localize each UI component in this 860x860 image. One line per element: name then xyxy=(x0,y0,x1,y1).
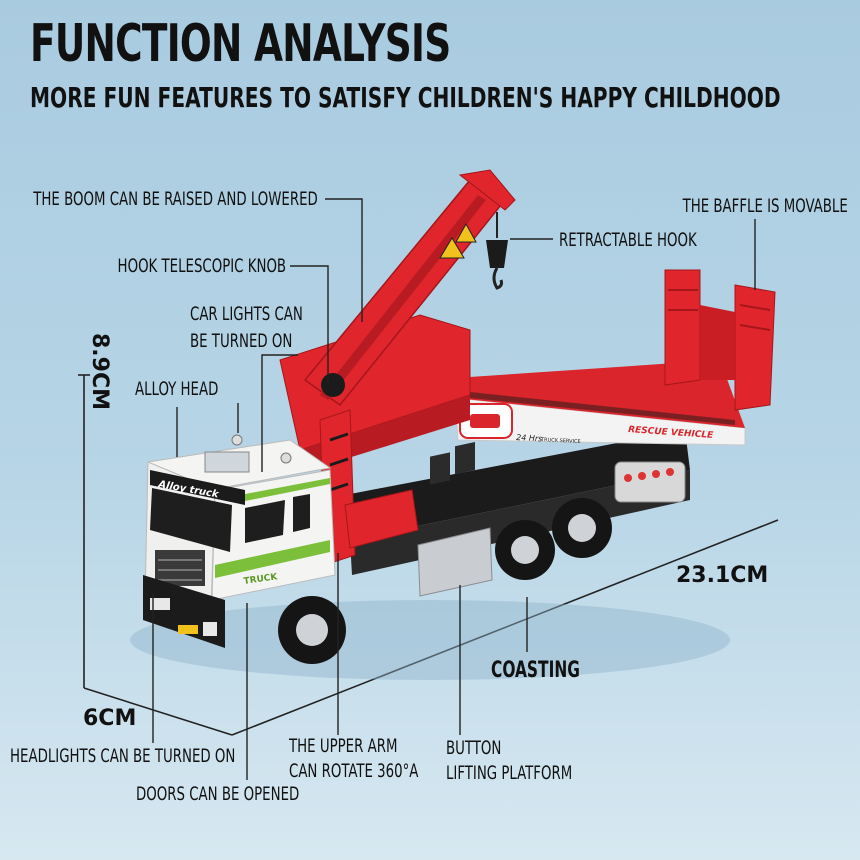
dimension-length: 23.1CM xyxy=(676,563,769,588)
truck-cab: Alloy truck TRUCK xyxy=(143,434,336,648)
callout-baffle: THE BAFFLE IS MOVABLE xyxy=(682,195,848,217)
dimension-lines xyxy=(78,374,779,736)
flatbed-platform xyxy=(454,269,776,446)
callout-upper-arm-line2: CAN ROTATE 360°A xyxy=(289,760,419,782)
callout-retractable-hook: RETRACTABLE HOOK xyxy=(559,229,697,251)
dimension-width: 6CM xyxy=(83,706,137,731)
dimension-height: 8.9CM xyxy=(87,333,112,411)
callout-lights-line1: CAR LIGHTS CAN xyxy=(190,303,303,325)
callout-upper-arm-line1: THE UPPER ARM xyxy=(289,735,398,757)
callout-headlights: HEADLIGHTS CAN BE TURNED ON xyxy=(10,745,236,767)
callout-alloy-head: ALLOY HEAD xyxy=(135,378,219,400)
callout-leader-lines xyxy=(152,198,756,780)
page-title: FUNCTION ANALYSIS xyxy=(30,14,451,74)
callout-button-line1: BUTTON xyxy=(446,737,502,759)
callout-hook-knob: HOOK TELESCOPIC KNOB xyxy=(117,255,286,277)
crane xyxy=(279,169,516,566)
callout-doors: DOORS CAN BE OPENED xyxy=(136,783,300,805)
truck-wheels xyxy=(278,498,612,664)
platform-service-text: 24 Hrs xyxy=(516,433,543,443)
callout-lights-line2: BE TURNED ON xyxy=(190,330,293,352)
callout-coasting: COASTING xyxy=(491,658,580,683)
platform-service-subtext: TRUCK SERVICE xyxy=(540,437,581,445)
page-subtitle: MORE FUN FEATURES TO SATISFY CHILDREN'S … xyxy=(30,81,781,114)
callout-button-line2: LIFTING PLATFORM xyxy=(446,762,573,784)
cab-badge-text: TRUCK xyxy=(243,572,279,587)
callout-boom: THE BOOM CAN BE RAISED AND LOWERED xyxy=(33,188,318,210)
